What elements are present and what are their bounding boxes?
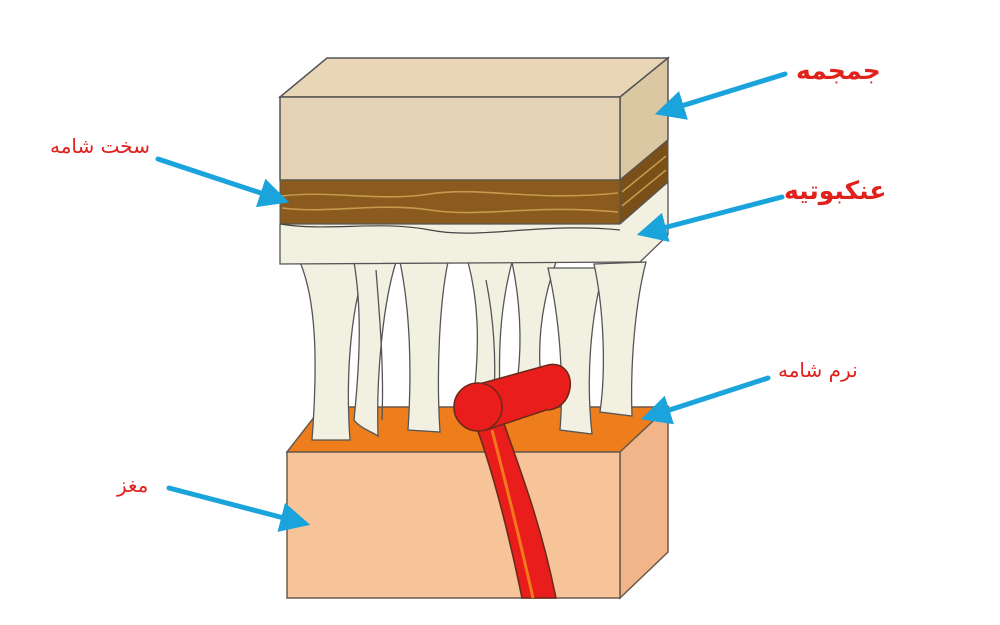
brain-arrow xyxy=(166,485,311,532)
blood-vessel xyxy=(453,363,572,599)
skull-arrow xyxy=(654,71,788,120)
label-arachnoid: عنکبوتیه xyxy=(784,176,887,205)
label-skull: جمجمه xyxy=(796,56,881,85)
label-dura-mater: سخت شامه xyxy=(50,134,150,158)
skull-block xyxy=(277,56,671,265)
dura-arrow xyxy=(155,156,290,208)
skull-top xyxy=(277,57,671,98)
skull-front xyxy=(279,96,621,181)
label-pia-mater: نرم شامه xyxy=(778,358,858,382)
pointer-arrows xyxy=(155,71,788,532)
arachnoid-arrow xyxy=(636,194,785,242)
brain-front xyxy=(286,451,621,599)
pia-arrow xyxy=(640,375,771,425)
label-brain: مغز xyxy=(117,473,149,497)
dura-mater-front xyxy=(279,179,621,225)
